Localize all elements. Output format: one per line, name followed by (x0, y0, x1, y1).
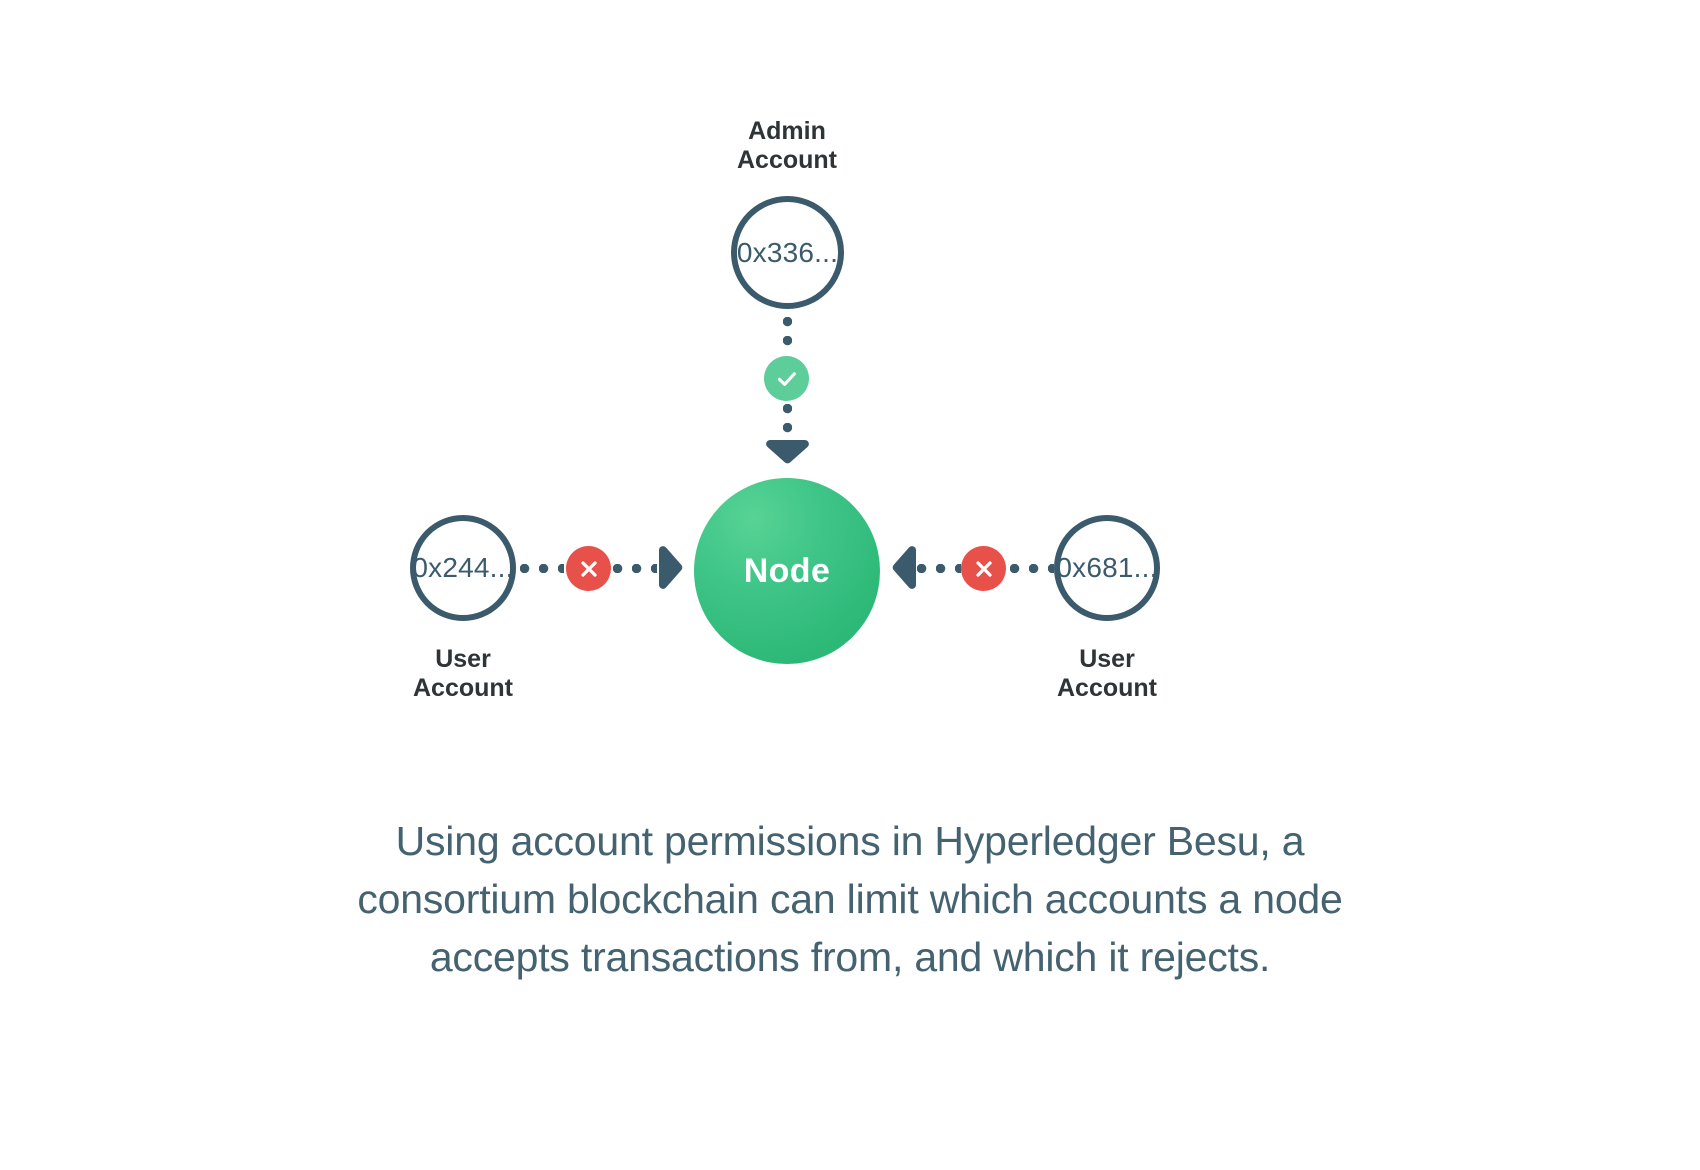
node-circle[interactable]: Node (694, 478, 880, 664)
admin-connector-lower (783, 404, 792, 441)
admin-connector-upper (783, 317, 792, 355)
user-account-right-label: User Account (1057, 645, 1157, 702)
caption: Using account permissions in Hyperledger… (230, 812, 1470, 986)
user-right-connector-outer (1010, 564, 1054, 573)
arrowhead-down-icon (766, 438, 809, 470)
user-account-right-node[interactable]: 0x681... (1054, 515, 1160, 621)
user-account-left-label: User Account (413, 645, 513, 702)
user-account-left-node[interactable]: 0x244... (410, 515, 516, 621)
caption-line-1: Using account permissions in Hyperledger… (395, 818, 1305, 864)
admin-account-label: Admin Account (737, 117, 837, 174)
x-icon-right[interactable] (961, 546, 1006, 591)
caption-line-2: consortium blockchain can limit which ac… (357, 876, 1343, 922)
arrowhead-right-icon (657, 546, 684, 594)
node-label: Node (743, 551, 831, 590)
user-left-connector-outer (613, 564, 657, 573)
caption-line-3: accepts transactions from, and which it … (429, 934, 1271, 980)
user-right-connector-inner (917, 564, 961, 573)
user-account-left-address: 0x244... (412, 552, 514, 583)
user-account-right-address: 0x681... (1056, 552, 1158, 583)
admin-account-address: 0x336... (736, 236, 839, 268)
admin-account-node[interactable]: 0x336... (731, 196, 844, 309)
permissions-diagram: Admin Account 0x336... Node 0x244... (410, 117, 1160, 702)
x-icon-left[interactable] (566, 546, 611, 591)
user-left-connector-inner (520, 564, 564, 573)
arrowhead-left-icon (891, 546, 918, 594)
check-icon[interactable] (764, 356, 809, 401)
